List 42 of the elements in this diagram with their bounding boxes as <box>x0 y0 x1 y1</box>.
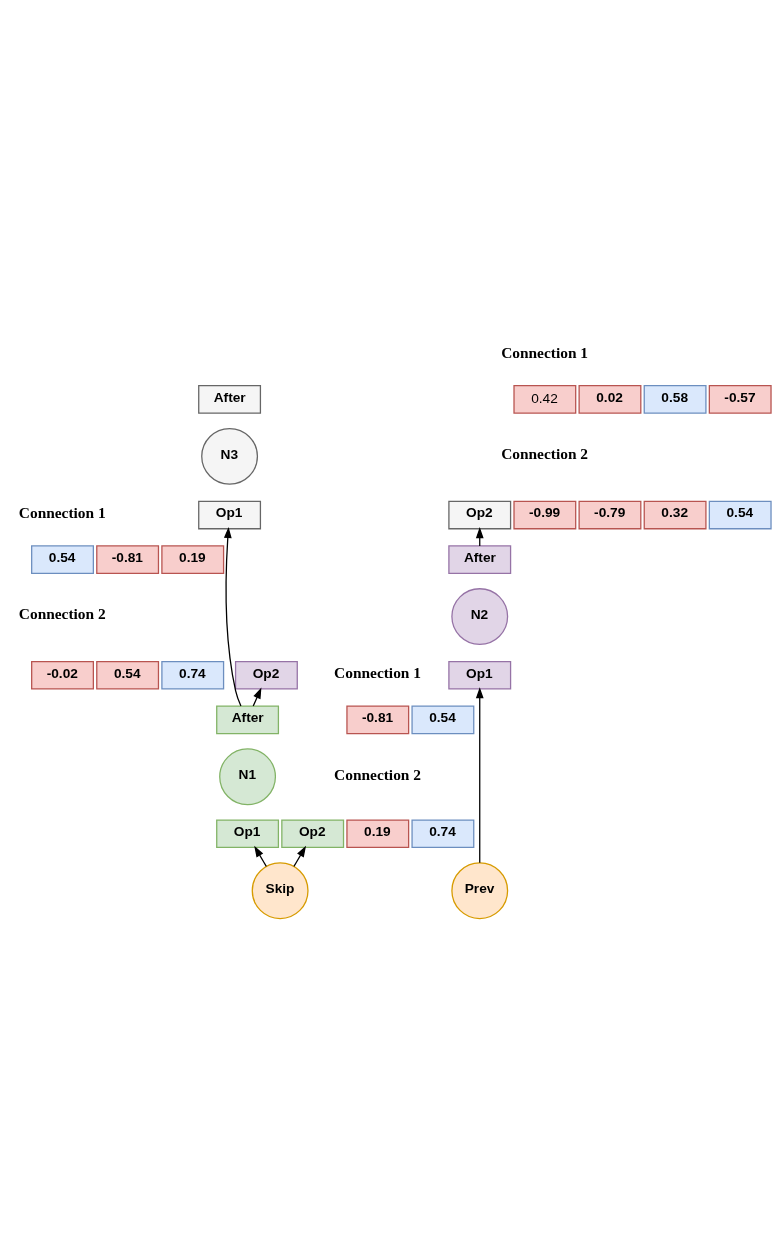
node-box: After <box>198 385 262 414</box>
node-box: -0.99 <box>513 500 577 530</box>
node-box: -0.81 <box>346 705 410 735</box>
node-circle: N1 <box>219 748 277 806</box>
node-box: After <box>216 705 280 735</box>
node-box: Op1 <box>216 819 280 849</box>
node-box: Op1 <box>198 500 262 530</box>
node-box: After <box>448 545 512 574</box>
node-circle: Skip <box>251 862 309 920</box>
arrow <box>475 687 484 864</box>
node-box: 0.58 <box>643 385 707 414</box>
node-box: Op1 <box>448 660 512 690</box>
node-box: 0.02 <box>578 385 642 414</box>
node-box: 0.32 <box>643 500 707 530</box>
node-box: 0.54 <box>708 500 772 530</box>
label: Connection 1 <box>334 664 421 682</box>
node-box: -0.02 <box>31 660 94 690</box>
arrow <box>254 845 267 868</box>
arrow <box>293 845 307 868</box>
node-box: Op2 <box>234 660 298 690</box>
node-box: 0.19 <box>346 819 410 849</box>
node-box: Op2 <box>448 500 512 530</box>
node-box: 0.42 <box>513 385 577 414</box>
arrow <box>223 526 242 707</box>
node-box: 0.74 <box>161 660 225 690</box>
node-box: 0.54 <box>96 660 160 690</box>
node-circle: N3 <box>201 427 259 485</box>
node-box: -0.57 <box>708 385 772 414</box>
node-box: -0.79 <box>578 500 642 530</box>
node-box: 0.54 <box>31 545 94 574</box>
label: Connection 2 <box>18 605 106 623</box>
node-box: -0.81 <box>96 545 160 574</box>
node-box: 0.19 <box>161 545 225 574</box>
node-circle: Prev <box>451 862 509 920</box>
node-circle: N2 <box>451 588 509 646</box>
node-box: 0.74 <box>411 819 475 849</box>
label: Connection 2 <box>501 445 589 463</box>
node-box: 0.54 <box>411 705 475 735</box>
node-box: Op2 <box>281 819 345 849</box>
label: Connection 1 <box>18 503 106 521</box>
label: Connection 2 <box>334 765 421 783</box>
label: Connection 1 <box>501 343 589 361</box>
